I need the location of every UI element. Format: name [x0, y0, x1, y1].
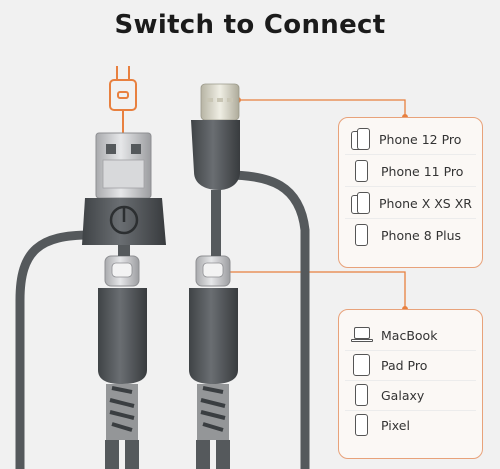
phone-icon: [355, 160, 368, 182]
device-row: Pad Pro: [351, 352, 427, 378]
device-label: Phone 8 Plus: [381, 227, 462, 243]
device-label: Galaxy: [381, 387, 425, 403]
callout-line-usbc: [227, 271, 406, 309]
power-adapter-icon: [109, 66, 137, 135]
usb-a-connector: [82, 132, 166, 245]
device-row: Phone 8 Plus: [351, 222, 461, 248]
phone-icon: [355, 384, 368, 406]
device-label: MacBook: [381, 327, 438, 343]
device-row: Galaxy: [351, 382, 424, 408]
phone-icon: [355, 414, 368, 436]
device-label: Phone 11 Pro: [381, 163, 464, 179]
tablet-icon: [353, 354, 370, 376]
lightning-connector: [191, 83, 240, 190]
usb-c-connector-left: [98, 255, 147, 469]
phone-pair-icon: [351, 192, 371, 214]
device-row: Phone 12 Pro: [351, 126, 461, 152]
device-row: MacBook: [351, 322, 437, 348]
phone-pair-icon: [351, 128, 371, 150]
device-label: Pixel: [381, 417, 410, 433]
page-title: Switch to Connect: [114, 10, 386, 40]
device-row: Pixel: [351, 412, 410, 438]
apple-devices-panel: Phone 12 Pro Phone 11 Pro Phone X XS XR …: [338, 117, 483, 268]
callout-line-lightning: [238, 99, 406, 117]
device-label: Phone 12 Pro: [379, 131, 462, 147]
device-label: Pad Pro: [381, 357, 428, 373]
cable-loops: [15, 170, 310, 469]
device-label: Phone X XS XR: [379, 195, 472, 211]
usb-c-connector-right: [189, 255, 238, 469]
laptop-icon: [351, 327, 373, 343]
phone-icon: [355, 224, 368, 246]
device-row: Phone X XS XR: [351, 190, 472, 216]
device-row: Phone 11 Pro: [351, 158, 463, 184]
usbc-devices-panel: MacBook Pad Pro Galaxy Pixel: [338, 309, 483, 459]
